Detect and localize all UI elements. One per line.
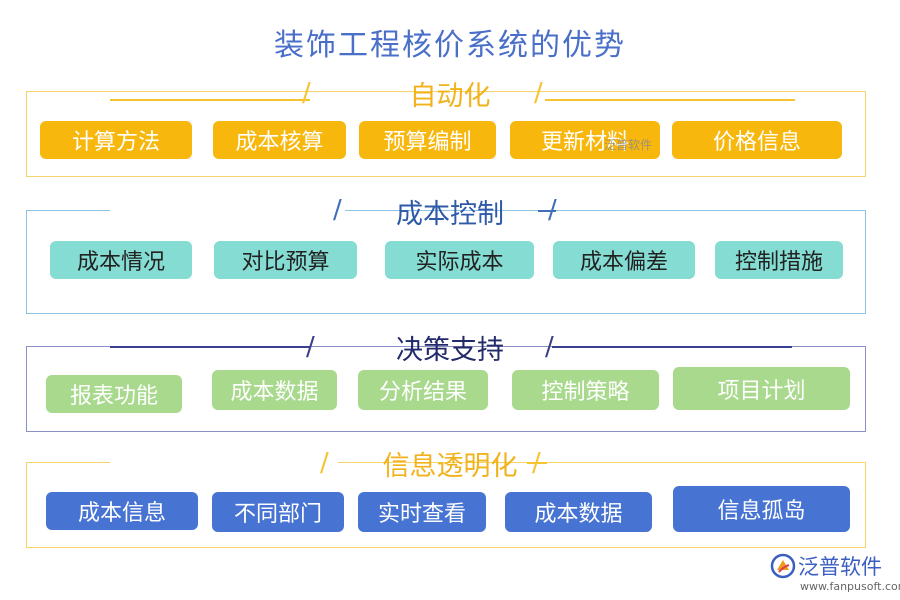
section-title-line-left — [110, 462, 338, 464]
item-project-plan: 项目计划 — [673, 367, 850, 410]
section-title-line-right — [552, 346, 792, 348]
section-title-slash-left: / — [302, 78, 311, 108]
section-title-slash-left: / — [320, 448, 329, 478]
item-different-depts: 不同部门 — [212, 492, 344, 532]
item-cost-data: 成本数据 — [212, 370, 337, 410]
item-control-strategy: 控制策略 — [512, 370, 659, 410]
fanpu-logo-icon — [770, 553, 796, 579]
section-title-automation: 自动化 — [409, 81, 491, 112]
item-compare-budget: 对比预算 — [214, 241, 357, 279]
section-title-info-transparency: 信息透明化 — [382, 451, 518, 482]
watermark-logo: 泛普软件 — [604, 138, 653, 152]
brand-logo: 泛普软件 www.fanpusoft.com — [770, 551, 900, 595]
section-info-transparency — [26, 462, 866, 548]
item-calc-method: 计算方法 — [40, 121, 192, 159]
item-cost-accounting: 成本核算 — [213, 121, 346, 159]
item-budget-prep: 预算编制 — [359, 121, 496, 159]
section-title-slash-right: / — [534, 78, 543, 108]
item-actual-cost: 实际成本 — [385, 241, 534, 279]
item-analysis-result: 分析结果 — [358, 370, 488, 410]
section-title-line-right — [527, 462, 547, 464]
page-title: 装饰工程核价系统的优势 — [274, 28, 626, 63]
item-cost-status: 成本情况 — [50, 241, 192, 279]
logo-url: www.fanpusoft.com — [800, 580, 900, 593]
item-control-measures: 控制措施 — [715, 241, 843, 279]
section-title-slash-left: / — [333, 195, 342, 225]
item-info-silo: 信息孤岛 — [673, 486, 850, 532]
section-title-line-left — [110, 99, 310, 101]
item-update-material: 更新材料 — [510, 121, 660, 159]
section-decision-support — [26, 346, 866, 432]
item-cost-data-2: 成本数据 — [505, 492, 652, 532]
section-title-line-right — [545, 99, 795, 101]
section-title-cost-control: 成本控制 — [396, 199, 504, 230]
section-title-line-left — [110, 346, 310, 348]
section-cost-control — [26, 210, 866, 314]
section-title-slash-left: / — [306, 332, 315, 362]
logo-name: 泛普软件 — [798, 555, 882, 579]
item-cost-deviation: 成本偏差 — [553, 241, 695, 279]
item-realtime-view: 实时查看 — [358, 492, 486, 532]
section-title-decision-support: 决策支持 — [396, 335, 504, 366]
item-price-info: 价格信息 — [672, 121, 842, 159]
section-title-line-left — [110, 210, 345, 212]
section-automation — [26, 91, 866, 177]
section-title-line-right — [538, 210, 556, 212]
item-report-function: 报表功能 — [46, 375, 182, 413]
item-cost-info: 成本信息 — [46, 492, 198, 530]
section-title-slash-right: / — [545, 332, 554, 362]
